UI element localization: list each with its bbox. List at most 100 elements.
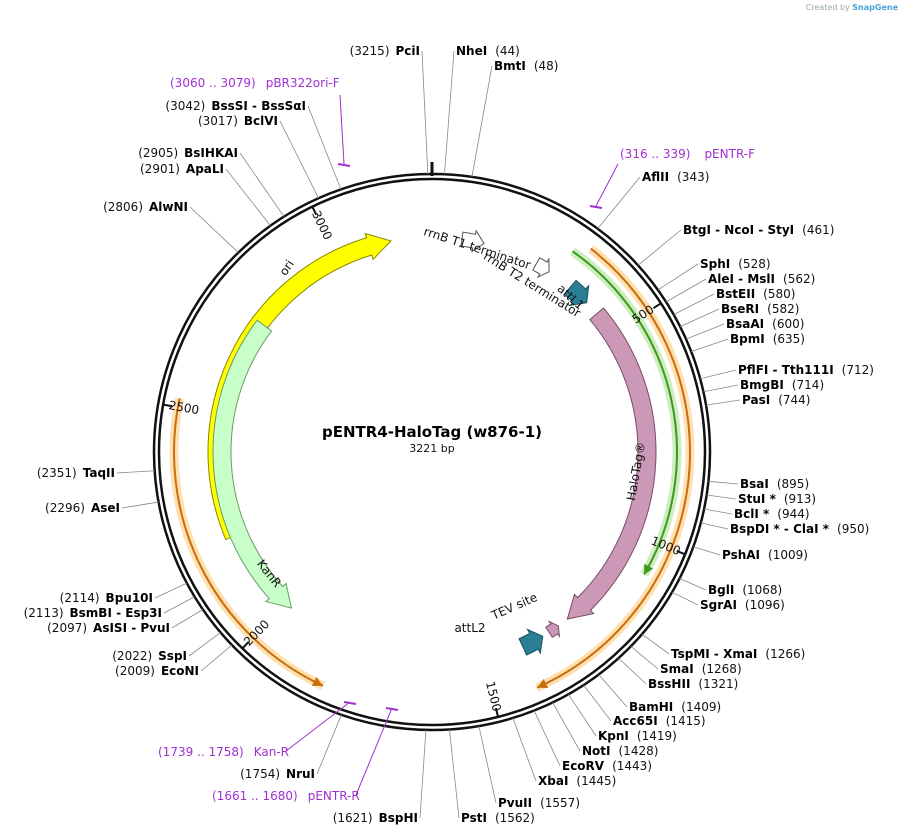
leader-sgrai: [671, 591, 699, 606]
leader-econi: [200, 644, 233, 672]
enzyme-alei-msli: AleI - MslI: [708, 272, 775, 286]
enzyme-bsihkai: BsIHKAI: [184, 146, 238, 160]
leader-btgi-ncoi-styi: [637, 229, 682, 266]
enzyme-acc65i-position: (1415): [666, 714, 706, 728]
enzyme-sphi: SphI: [700, 257, 730, 271]
enzyme-pvuii-position: (1557): [540, 796, 580, 810]
enzyme-tspmi-xmai: TspMI - XmaI: [671, 647, 757, 661]
enzyme-btgi-ncoi-styi-position: (461): [802, 223, 834, 237]
enzyme-pshai: PshAI: [722, 548, 760, 562]
leader-noti: [552, 702, 581, 752]
enzyme-apali: ApaLI: [186, 162, 224, 176]
leader-bamhi: [598, 674, 628, 708]
enzyme-bpu10i: Bpu10I: [106, 591, 153, 605]
leader-bpmi: [691, 338, 729, 353]
leader-apali: [225, 168, 271, 226]
enzyme-alwni: AlwNI: [149, 200, 188, 214]
leader-asei: [121, 501, 159, 509]
labels: PciI(3215)BssSI - BssSαI(3042)BclVI(3017…: [24, 44, 874, 825]
tick-mark-500: [652, 302, 662, 310]
leader-taqii: [116, 470, 155, 474]
leader-stui: [706, 494, 737, 500]
enzyme-ecorv-position: (1443): [612, 759, 652, 773]
feature-ori-label: ori: [277, 257, 297, 278]
leader-pflfi-tth111i: [700, 369, 737, 380]
backbone-inner: [157, 177, 707, 727]
enzyme-noti-position: (1428): [619, 744, 659, 758]
enzyme-acc65i: Acc65I: [613, 714, 658, 728]
enzyme-bsmbi-esp3i-position: (2113): [24, 606, 64, 620]
feature-kanr-arrow: [212, 319, 293, 609]
feature-attl2-label: attL2: [454, 621, 485, 635]
enzyme-tspmi-xmai-position: (1266): [765, 647, 805, 661]
enzyme-bsteii-position: (580): [763, 287, 795, 301]
feature-rrnb-t1-terminator-arrow: [460, 229, 485, 253]
enzyme-asisi-pvui: AsISI - PvuI: [93, 621, 170, 635]
features: [207, 229, 657, 656]
tick-mark-1000: [676, 549, 686, 556]
enzyme-alei-msli-position: (562): [783, 272, 815, 286]
enzyme-bspdi-clai: BspDI * - ClaI *: [730, 522, 830, 536]
enzyme-bsaai-position: (600): [772, 317, 804, 331]
enzyme-bmti-position: (48): [534, 59, 559, 73]
enzyme-bsssi-bsss-i-position: (3042): [165, 99, 205, 113]
enzyme-bamhi-position: (1409): [681, 700, 721, 714]
enzyme-nrui: NruI: [286, 767, 315, 781]
enzyme-bsshii: BssHII: [648, 677, 690, 691]
enzyme-sgrai-position: (1096): [745, 598, 785, 612]
enzyme-bmti: BmtI: [494, 59, 526, 73]
green-arc: [571, 250, 678, 575]
enzyme-bamhi: BamHI: [629, 700, 673, 714]
feature-rrnb-t1-terminator-label: rrnB T1 terminator: [422, 224, 533, 272]
feature-rrnb-t2-terminator-arrow: [532, 257, 550, 279]
plasmid-size: 3221 bp: [409, 442, 454, 455]
enzyme-stui: StuI *: [738, 492, 777, 506]
enzyme-taqii-position: (2351): [37, 466, 77, 480]
enzyme-bpmi: BpmI: [730, 332, 765, 346]
leader-aflii: [597, 176, 641, 229]
leader-smai: [630, 646, 659, 670]
feature-tev-site-arrow: [545, 620, 561, 639]
feature-attl1-arrow: [563, 279, 590, 307]
enzyme-bsphi-position: (1621): [333, 811, 373, 825]
leader-alei-msli: [665, 278, 707, 303]
primer-pentr-f-name: pENTR-F: [704, 147, 755, 161]
leader-sspi: [188, 632, 221, 657]
leader-bsaai: [685, 323, 725, 340]
leader-pcii: [421, 50, 429, 175]
leader-pshai: [693, 546, 721, 556]
enzyme-pflfi-tth111i-position: (712): [842, 363, 874, 377]
enzyme-nrui-position: (1754): [240, 767, 280, 781]
enzyme-pasi: PasI: [742, 393, 770, 407]
enzyme-bseri-position: (582): [767, 302, 799, 316]
tick-mark-1500: [494, 707, 500, 718]
enzyme-alwni-position: (2806): [103, 200, 143, 214]
enzyme-nhei-position: (44): [495, 44, 520, 58]
tick-mark-2000: [241, 641, 250, 650]
primer-kan-r-name: Kan-R: [254, 745, 289, 759]
leader-bclvi: [279, 120, 319, 199]
enzyme-pshai-position: (1009): [768, 548, 808, 562]
leader-lines: [116, 50, 741, 819]
orange-arc-right-head: [536, 679, 549, 688]
enzyme-econi-position: (2009): [115, 664, 155, 678]
leader-tspmi-xmai: [641, 633, 670, 655]
enzyme-bgli: BglI: [708, 583, 734, 597]
enzyme-bsssi-bsss-i: BssSI - BssSαI: [211, 99, 306, 113]
snapgene-credit: Created by SnapGene: [805, 3, 898, 12]
enzyme-xbai: XbaI: [538, 774, 568, 788]
enzyme-apali-position: (2901): [140, 162, 180, 176]
tick-label-1500: 1500: [483, 680, 504, 713]
enzyme-kpni-position: (1419): [637, 729, 677, 743]
leader-bsshii: [618, 657, 647, 685]
leader-kpni: [568, 693, 597, 737]
enzyme-smai: SmaI: [660, 662, 694, 676]
leader-bsmbi-esp3i: [163, 596, 195, 614]
leader-bsai: [708, 480, 739, 485]
leader-psti: [449, 729, 460, 819]
enzyme-sphi-position: (528): [738, 257, 770, 271]
enzyme-pcii: PciI: [396, 44, 421, 58]
leader-pasi: [705, 399, 741, 406]
primer-kan-r-marker: [343, 701, 357, 705]
